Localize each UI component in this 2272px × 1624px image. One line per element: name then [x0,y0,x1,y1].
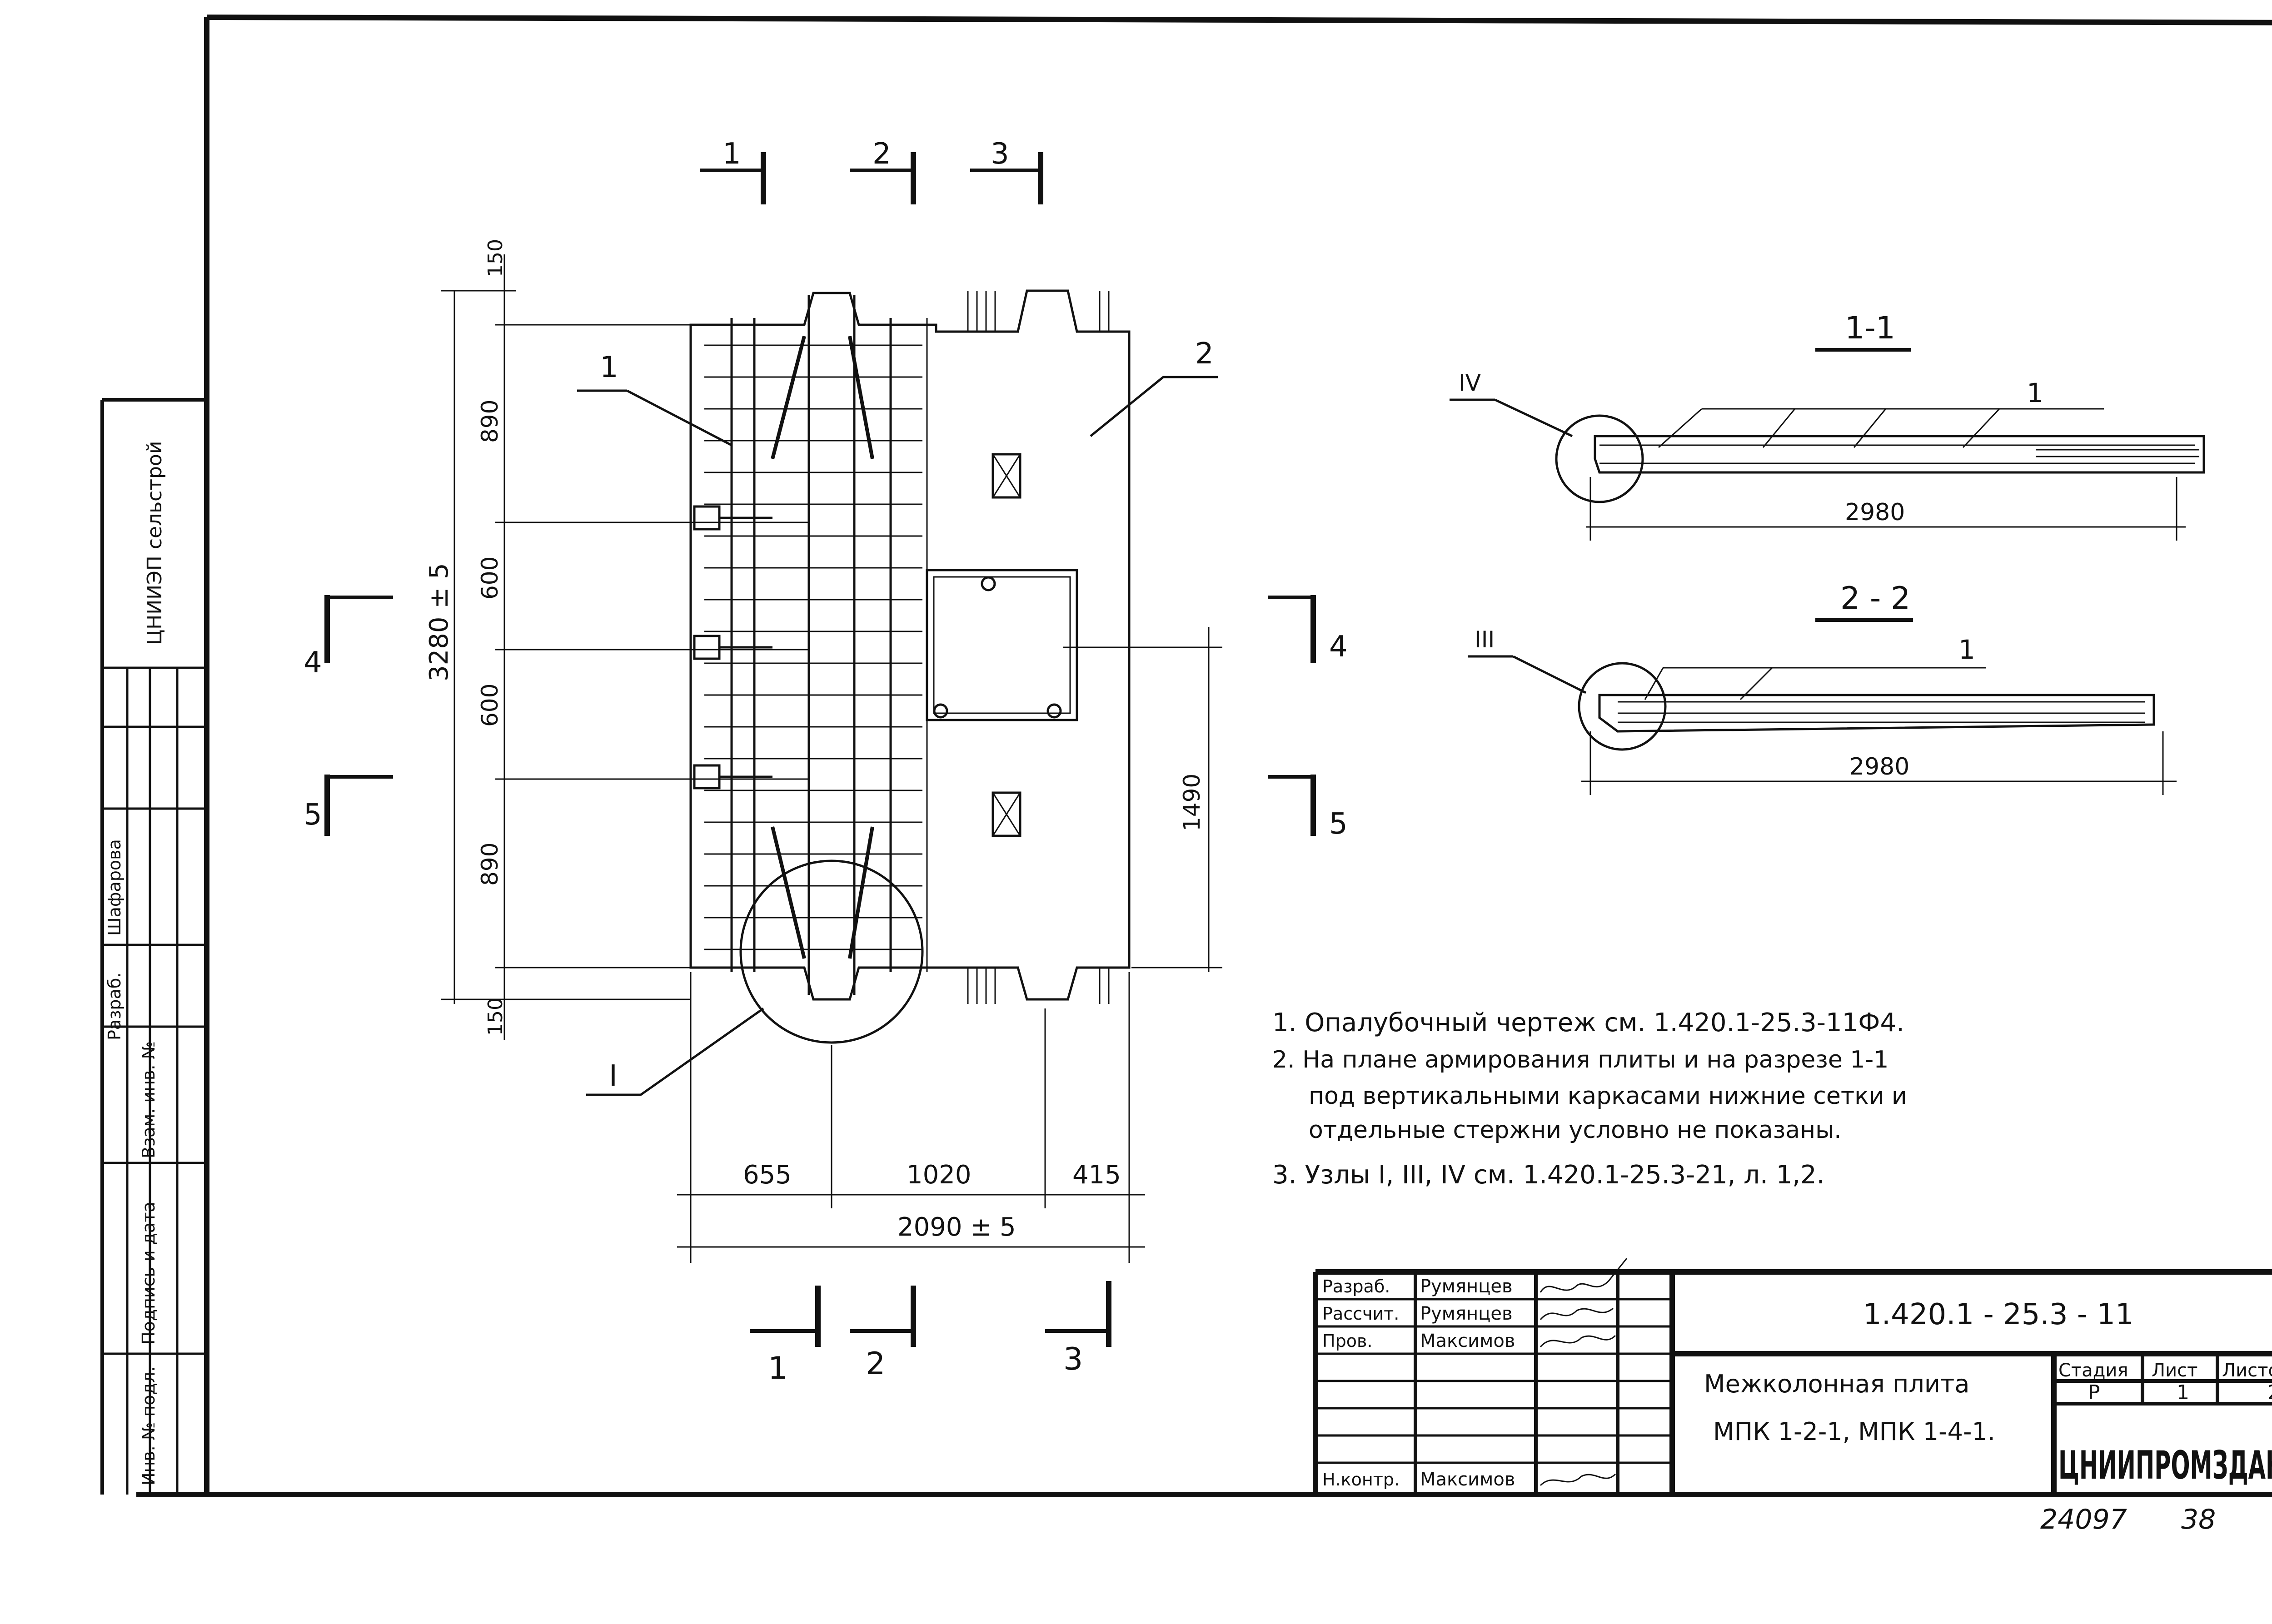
tb-sheet-label: Лист [2152,1360,2197,1381]
section-1-1-node: IV [1459,370,1481,396]
reinforcement-cage [704,295,922,995]
drawing-frame [136,15,2272,1497]
dim-h-415: 415 [1072,1160,1121,1190]
cut-label-top-1: 1 [722,137,741,171]
tb-name-7: Максимов [1420,1469,1515,1490]
tb-role-3: Пров. [1322,1331,1372,1351]
left-strip-vzam: Взам. инв. № [139,1041,159,1158]
section-2-2: 2 - 2 1 III 2980 [1468,581,2177,795]
tb-role-2: Рассчит. [1322,1304,1399,1324]
cut-label-right-5: 5 [1329,807,1348,841]
dim-v-150-bottom: 150 [484,998,507,1036]
archive-page: 38 [2181,1504,2216,1535]
section-2-2-title: 2 - 2 [1840,581,1910,616]
dim-overall-width: 2090 ± 5 [897,1212,1016,1242]
tb-org: ЦНИИПРОМЗДАНИЙ [2058,1442,2272,1488]
note-2-line-3: отдельные стержни условно не показаны. [1309,1117,1842,1144]
note-2: 2. На плане армирования плиты и на разре… [1272,1046,1888,1073]
dim-v-600-b: 600 [477,684,503,727]
callout-1: 1 [600,351,618,384]
signature-1 [1540,1258,1628,1293]
dim-v-150-top: 150 [484,239,507,277]
cut-label-left-5: 5 [304,798,322,832]
callout-2: 2 [1195,337,1214,371]
cut-label-bottom-1: 1 [768,1351,787,1386]
dim-v-890-top: 890 [477,400,503,443]
note-2-line-2: под вертикальными каркасами нижние сетки… [1309,1083,1907,1110]
tb-sheets-label: Листов [2222,1360,2272,1381]
section-2-2-node: III [1475,626,1495,653]
section-1-1-title: 1-1 [1845,310,1895,346]
tb-sheets: 2 [2267,1381,2272,1404]
signature-3 [1540,1335,1616,1347]
signature-2 [1540,1307,1614,1320]
title-block: Разраб. Румянцев Рассчит. Румянцев Пров.… [1313,1258,2272,1495]
tb-stage: Р [2088,1381,2100,1404]
left-strip-org: ЦНИИЭП сельстрой [143,441,166,645]
cut-label-left-4: 4 [304,646,322,680]
cut-label-top-3: 3 [991,137,1009,171]
cut-label-bottom-3: 3 [1063,1341,1083,1377]
section-1-1: 1-1 1 IV 2980 [1450,310,2205,541]
note-3: 3. Узлы I, III, IV см. 1.420.1-25.3-21, … [1272,1160,1824,1190]
slab-plan: I 1 2 [577,289,1218,1096]
left-strip-inv-podl: Инв. № подл. [139,1366,159,1485]
left-strip: ЦНИИЭП сельстрой Разраб. Шафарова Инв. №… [100,398,207,1495]
section-cut-markers: 1 2 3 1 2 3 4 5 4 5 [304,137,1348,1386]
tb-role-1: Разраб. [1322,1276,1390,1296]
section-2-2-length: 2980 [1849,753,1909,780]
dim-v-890-bottom: 890 [477,843,503,886]
cut-label-top-2: 2 [872,137,891,171]
cut-label-right-4: 4 [1329,630,1348,664]
tb-name-1: Румянцев [1420,1276,1513,1297]
dim-h-655: 655 [743,1160,792,1190]
tb-role-7: Н.контр. [1322,1470,1400,1490]
dim-overall-height: 3280 ± 5 [424,563,454,681]
dim-v-600-a: 600 [477,556,503,600]
left-strip-podpis: Подпись и дата [139,1202,159,1345]
archive-number: 24097 [2040,1504,2127,1535]
tb-code: 1.420.1 - 25.3 - 11 [1863,1298,2134,1331]
left-strip-razrab-name: Шафарова [105,839,125,936]
cut-label-bottom-2: 2 [866,1346,885,1382]
tb-name-2: Румянцев [1420,1303,1513,1324]
node-circle-i [739,859,924,1044]
signature-4 [1540,1473,1616,1486]
plan-dimensions: 150 890 600 600 890 150 3280 ± 5 1490 65… [424,239,1222,1263]
tb-stage-label: Стадия [2058,1360,2128,1381]
section-1-1-length: 2980 [1845,499,1905,526]
node-label-i: I [609,1059,618,1093]
dim-h-1020: 1020 [907,1160,972,1190]
dim-right-1490: 1490 [1179,774,1205,831]
section-1-1-pos: 1 [2027,377,2043,408]
note-1: 1. Опалубочный чертеж см. 1.420.1-25.3-1… [1272,1008,1904,1038]
left-strip-razrab-label: Разраб. [105,973,125,1040]
tb-name-line-2: МПК 1-2-1, МПК 1-4-1. [1713,1417,1995,1446]
tb-name-line-1: Межколонная плита [1704,1370,1969,1398]
tb-name-3: Максимов [1420,1331,1515,1351]
tb-sheet: 1 [2177,1381,2189,1404]
notes: 1. Опалубочный чертеж см. 1.420.1-25.3-1… [1272,1008,1907,1190]
section-2-2-pos: 1 [1958,634,1975,665]
